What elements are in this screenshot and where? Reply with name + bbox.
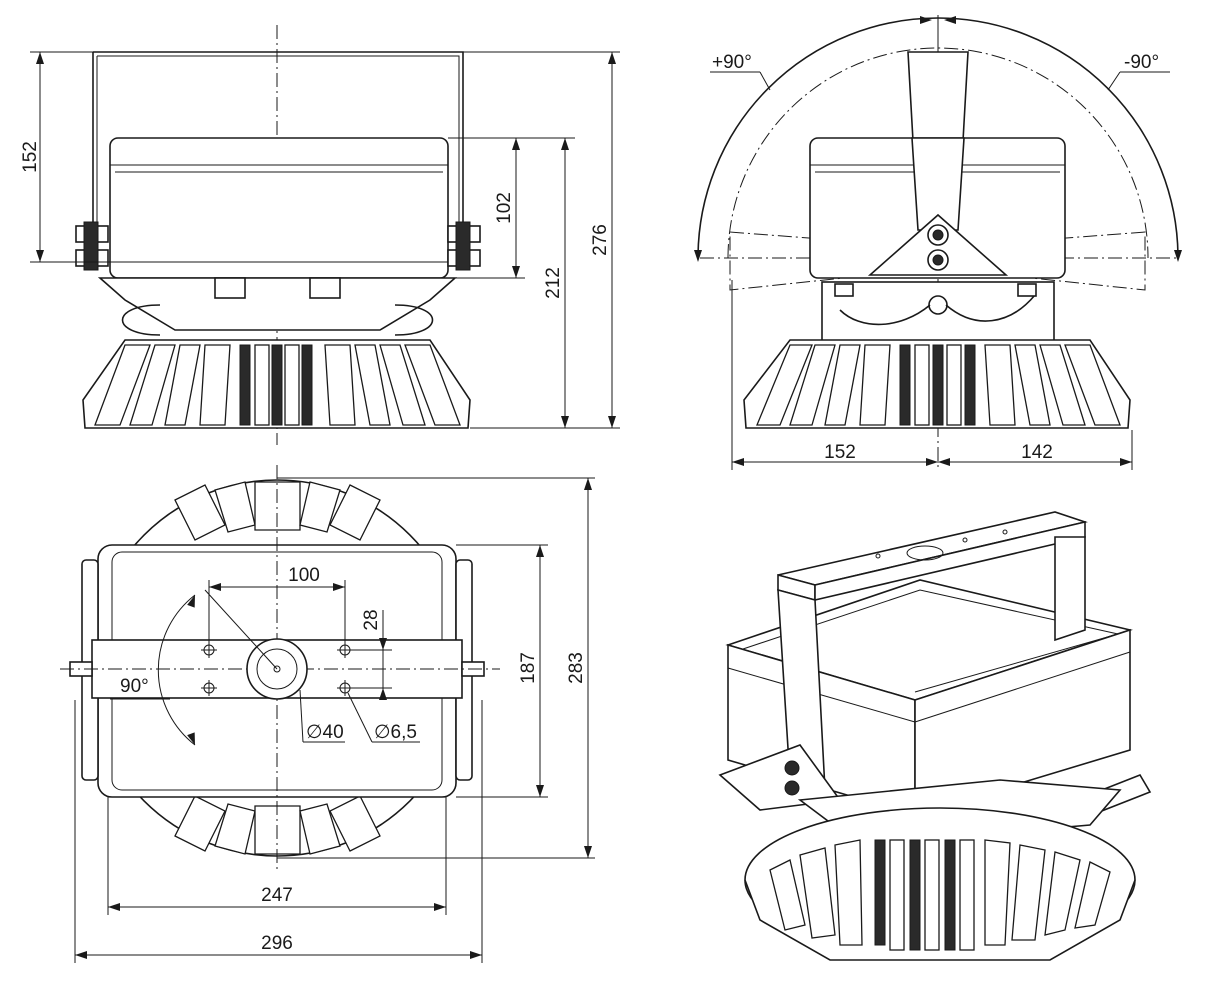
dim-28-label: 28: [361, 609, 382, 630]
angle-plus-90-label: +90°: [712, 52, 752, 73]
dim-212-label: 212: [543, 267, 564, 299]
dim-247-label: 247: [261, 885, 293, 906]
dimension-152: 152: [20, 51, 110, 263]
bolt-left: [75, 221, 109, 271]
dimension-28: 28: [350, 609, 392, 700]
angle-90: 90°: [110, 589, 278, 747]
side-view: +90° -90°: [694, 15, 1182, 470]
dia-40-label: ∅40: [306, 722, 344, 743]
front-view: 152 102 212 276: [20, 25, 620, 445]
isometric-view: [718, 511, 1152, 961]
dimension-142-side: 142: [938, 430, 1133, 470]
bolt-right: [447, 221, 481, 271]
dim-142-side-label: 142: [1021, 442, 1053, 463]
dimension-212: 212: [448, 137, 575, 429]
mounting-holes: [201, 642, 353, 696]
dimension-283: 283: [277, 477, 595, 859]
angle-minus-90-label: -90°: [1124, 52, 1159, 73]
dim-102-label: 102: [494, 192, 515, 224]
dim-276-label: 276: [590, 224, 611, 256]
dimension-296: 296: [74, 700, 483, 963]
angle-90-label: 90°: [120, 676, 149, 697]
diameter-6-5-callout: ∅6,5: [347, 692, 420, 743]
heatsink-fins-side: [756, 344, 1121, 426]
dimension-100: 100: [208, 565, 346, 645]
dim-296-label: 296: [261, 933, 293, 954]
heatsink-fins-top: [174, 481, 381, 855]
heatsink-fins-iso: [769, 839, 1111, 951]
diameter-40-callout: ∅40: [299, 689, 345, 743]
dim-152-label: 152: [20, 141, 41, 173]
dimension-187: 187: [456, 544, 548, 798]
dim-187-label: 187: [518, 652, 539, 684]
dia-6-5-label: ∅6,5: [374, 722, 417, 743]
dimension-152-side: 152: [731, 280, 938, 470]
dim-152-side-label: 152: [824, 442, 856, 463]
top-view: 100 28 90° ∅40 ∅6,5: [60, 465, 595, 963]
heatsink-fins-front: [94, 344, 461, 426]
dimension-247: 247: [107, 797, 447, 915]
dim-283-label: 283: [566, 652, 587, 684]
dim-100-label: 100: [288, 565, 320, 586]
dimension-276: 276: [463, 51, 620, 429]
